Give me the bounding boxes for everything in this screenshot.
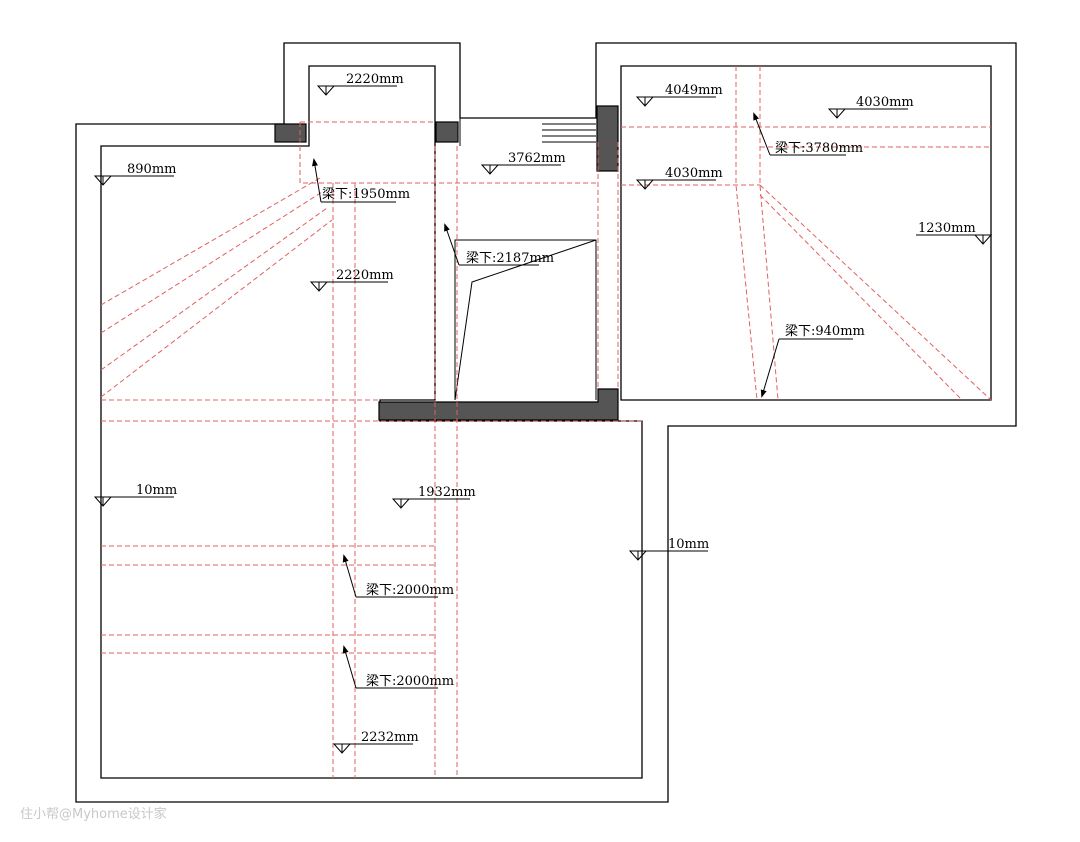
elevation-890: 890mm xyxy=(93,162,176,186)
elevation-top-bay: 2220mm xyxy=(316,72,404,96)
elevation-4049: 4049mm xyxy=(635,83,723,107)
elevation-4030-upper: 4030mm xyxy=(827,95,914,119)
beam-label: 梁下:940mm xyxy=(785,324,865,339)
elevation-label: 10mm xyxy=(136,483,177,498)
elevation-2232: 2232mm xyxy=(332,730,419,754)
outer-wall-outline xyxy=(75,42,1017,803)
beam-callout-1950: 梁下:1950mm xyxy=(312,158,410,203)
inner-wall-left-outline xyxy=(100,65,643,779)
elevation-right-10: 10mm xyxy=(628,537,709,561)
beam-lines xyxy=(100,66,992,778)
beam-label: 梁下:2000mm xyxy=(366,583,454,598)
column-top-left xyxy=(274,123,307,143)
elevation-label: 4030mm xyxy=(856,95,914,110)
beam-label: 梁下:1950mm xyxy=(322,187,410,202)
beam-label: 梁下:3780mm xyxy=(775,141,863,156)
elevation-3762: 3762mm xyxy=(480,151,566,175)
elevation-label: 3762mm xyxy=(508,151,566,166)
watermark: 住小帮@Myhome设计家 xyxy=(20,806,167,822)
elevation-label: 4049mm xyxy=(665,83,723,98)
elevation-label: 890mm xyxy=(127,162,176,177)
elevation-label: 2220mm xyxy=(336,268,394,283)
beam-callout-2000-upper: 梁下:2000mm xyxy=(342,554,454,598)
stair-outline xyxy=(454,239,597,401)
elevation-1230: 1230mm xyxy=(916,221,993,245)
elevation-1932: 1932mm xyxy=(391,485,476,509)
beam-callouts: 梁下:1950mm 梁下:2187mm 梁下:3780mm 梁下:940mm 梁… xyxy=(312,112,865,689)
elevation-label: 2220mm xyxy=(346,72,404,87)
elevation-label: 2232mm xyxy=(361,730,419,745)
elevation-label: 10mm xyxy=(668,537,709,552)
beam-callout-2000-lower: 梁下:2000mm xyxy=(342,645,454,689)
columns xyxy=(274,105,619,421)
beam-label: 梁下:2187mm xyxy=(466,251,554,266)
column-l-shaped xyxy=(378,388,619,421)
column-top-right xyxy=(596,105,619,172)
elevation-left-2220: 2220mm xyxy=(309,268,394,292)
window-sill xyxy=(459,118,596,146)
beam-callout-3780: 梁下:3780mm xyxy=(753,112,863,156)
beam-callout-940: 梁下:940mm xyxy=(760,324,865,398)
elevation-markers: 2220mm 890mm 2220mm 3762mm 4049mm 4030mm… xyxy=(93,72,993,754)
elevation-left-10: 10mm xyxy=(93,483,177,507)
column-top-mid xyxy=(435,121,459,143)
elevation-label: 1230mm xyxy=(918,221,976,236)
elevation-label: 1932mm xyxy=(418,485,476,500)
beam-label: 梁下:2000mm xyxy=(366,674,454,689)
elevation-label: 4030mm xyxy=(665,166,723,181)
elevation-4030-lower: 4030mm xyxy=(635,166,723,190)
beam-callout-2187: 梁下:2187mm xyxy=(444,223,554,266)
